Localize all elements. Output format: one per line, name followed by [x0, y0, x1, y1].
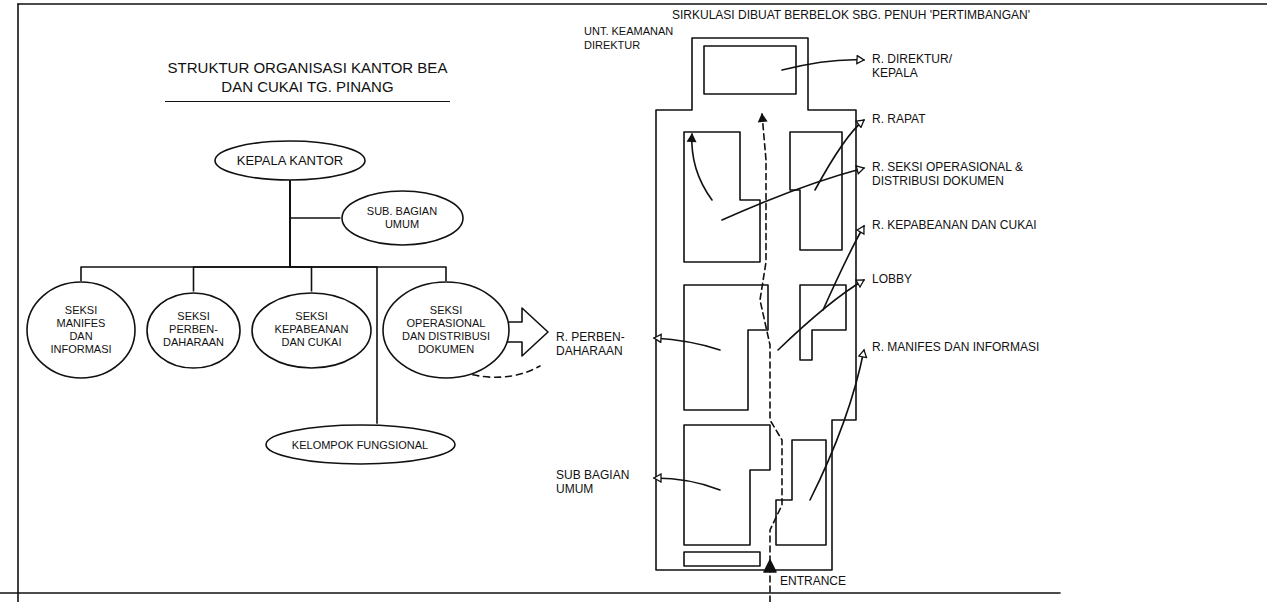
org-ellipse: KEPALA KANTOR	[214, 140, 366, 181]
leader-line	[782, 60, 864, 70]
frame-line	[17, 4, 19, 602]
org-connector	[194, 181, 291, 292]
ellipse-shape	[342, 191, 463, 245]
frame-line	[0, 592, 1060, 594]
org-ellipse: SEKSI PERBEN- DAHARAAN	[146, 292, 241, 369]
leader-line	[778, 280, 864, 350]
room-outline	[684, 552, 760, 566]
node-text: KEPALA KANTOR	[237, 153, 343, 169]
room-label: R. KEPABEANAN DAN CUKAI	[872, 218, 1092, 232]
circulation-path	[760, 114, 782, 602]
leader-line	[654, 478, 720, 490]
room-label: UNT. KEAMANAN DIREKTUR	[584, 24, 684, 52]
ellipse-shape	[27, 282, 135, 378]
room-outline	[684, 132, 760, 262]
room-outline	[776, 440, 826, 545]
org-connector	[290, 181, 341, 219]
room-label: R. SEKSI OPERASIONAL & DISTRIBUSI DOKUME…	[872, 160, 1092, 188]
node-text: SEKSI OPERASIONAL DAN DISTRIBUSI DOKUMEN	[402, 304, 490, 356]
org-connector	[290, 181, 312, 292]
org-ellipse: SUB. BAGIAN UMUM	[341, 190, 464, 246]
org-ellipse: SEKSI OPERASIONAL DAN DISTRIBUSI DOKUMEN	[382, 281, 510, 379]
room-label: LOBBY	[872, 272, 952, 286]
ellipse-shape	[266, 425, 455, 464]
frame-line	[18, 3, 1267, 5]
node-text: SEKSI KEPABEANAN DAN CUKAI	[271, 310, 353, 349]
room-label: ENTRANCE	[780, 574, 880, 588]
leader-line	[823, 226, 864, 310]
org-ellipse: SEKSI MANIFES DAN INFORMASI	[26, 281, 136, 379]
leader-line	[815, 120, 864, 190]
ellipse-shape	[383, 282, 509, 378]
leader-line	[722, 168, 864, 220]
leader-line	[810, 350, 864, 500]
room-outline	[684, 425, 770, 545]
ellipse-shape	[252, 293, 371, 368]
ellipse-shape	[215, 141, 365, 180]
room-label: SIRKULASI DIBUAT BERBELOK SBG. PENUH 'PE…	[672, 8, 1252, 22]
room-label: SUB BAGIAN UMUM	[556, 468, 648, 496]
org-ellipse: SEKSI KEPABEANAN DAN CUKAI	[251, 292, 372, 369]
room-label: R. PERBEN- DAHARAAN	[556, 330, 648, 358]
org-connector	[81, 181, 290, 282]
leader-line	[692, 134, 712, 200]
node-text: SEKSI MANIFES DAN INFORMASI	[44, 304, 118, 356]
room-label: R. RAPAT	[872, 112, 992, 126]
node-text: KELOMPOK FUNGSIONAL	[292, 439, 428, 452]
room-outline	[790, 132, 842, 250]
room-outline	[684, 285, 768, 410]
room-label: R. MANIFES DAN INFORMASI	[872, 340, 1092, 354]
leader-line	[654, 338, 720, 350]
room-label: R. DIREKTUR/ KEPALA	[872, 52, 982, 80]
node-text: SEKSI PERBEN- DAHARAAN	[163, 310, 225, 349]
org-ellipse: KELOMPOK FUNGSIONAL	[265, 424, 456, 465]
entrance-arrow	[764, 560, 776, 572]
ellipse-shape	[147, 293, 240, 368]
diagram-title: STRUKTUR ORGANISASI KANTOR BEA DAN CUKAI…	[165, 58, 450, 102]
node-text: SUB. BAGIAN UMUM	[360, 205, 444, 231]
